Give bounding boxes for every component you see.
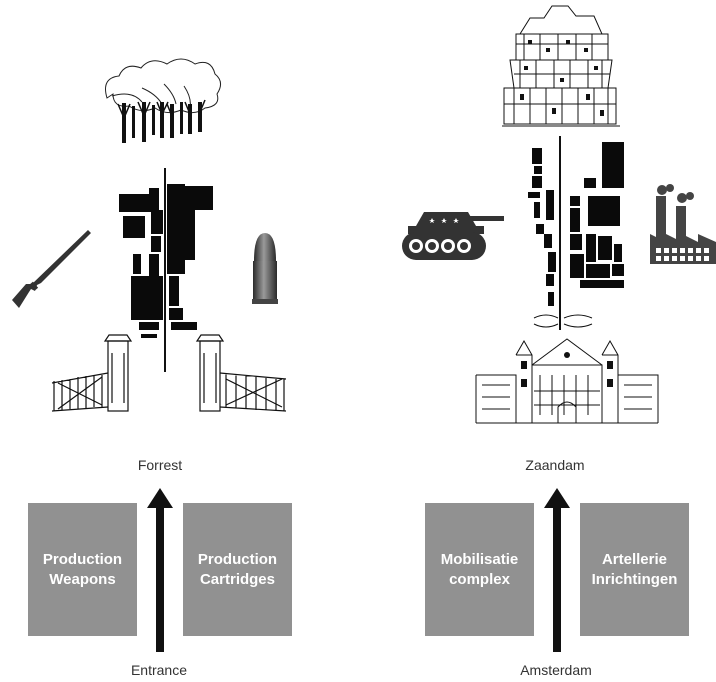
box-line-1: Mobilisatie (440, 550, 519, 568)
box-line-1: Artellerie (601, 550, 668, 568)
bullet-icon (252, 233, 278, 304)
box-line-2: Weapons (49, 570, 116, 588)
box-line-1: Production (197, 550, 278, 568)
rifle-icon (12, 230, 91, 308)
arrow-up-icon (147, 488, 173, 652)
left-bottom-label: Entrance (130, 662, 188, 678)
right-bottom-label: Amsterdam (520, 662, 592, 678)
left-top-label: Forrest (137, 457, 183, 473)
tank-icon (402, 212, 504, 260)
trees-sketch-icon (105, 58, 221, 143)
box-line-1: Production (42, 550, 123, 568)
building-stack-sketch-icon (502, 5, 620, 127)
box-line-2: Cartridges (199, 570, 275, 588)
factory-icon (650, 184, 716, 264)
gate-sketch-icon (51, 334, 287, 412)
station-sketch-icon (475, 338, 659, 424)
box-line-2: complex (449, 570, 510, 588)
arrow-up-icon (544, 488, 570, 652)
mobilisatie-complex-box: Mobilisatie complex (425, 503, 534, 636)
box-line-2: Inrichtingen (591, 570, 678, 588)
right-top-label: Zaandam (525, 457, 585, 473)
site-plan-left (119, 168, 213, 372)
site-plan-right (528, 136, 624, 330)
